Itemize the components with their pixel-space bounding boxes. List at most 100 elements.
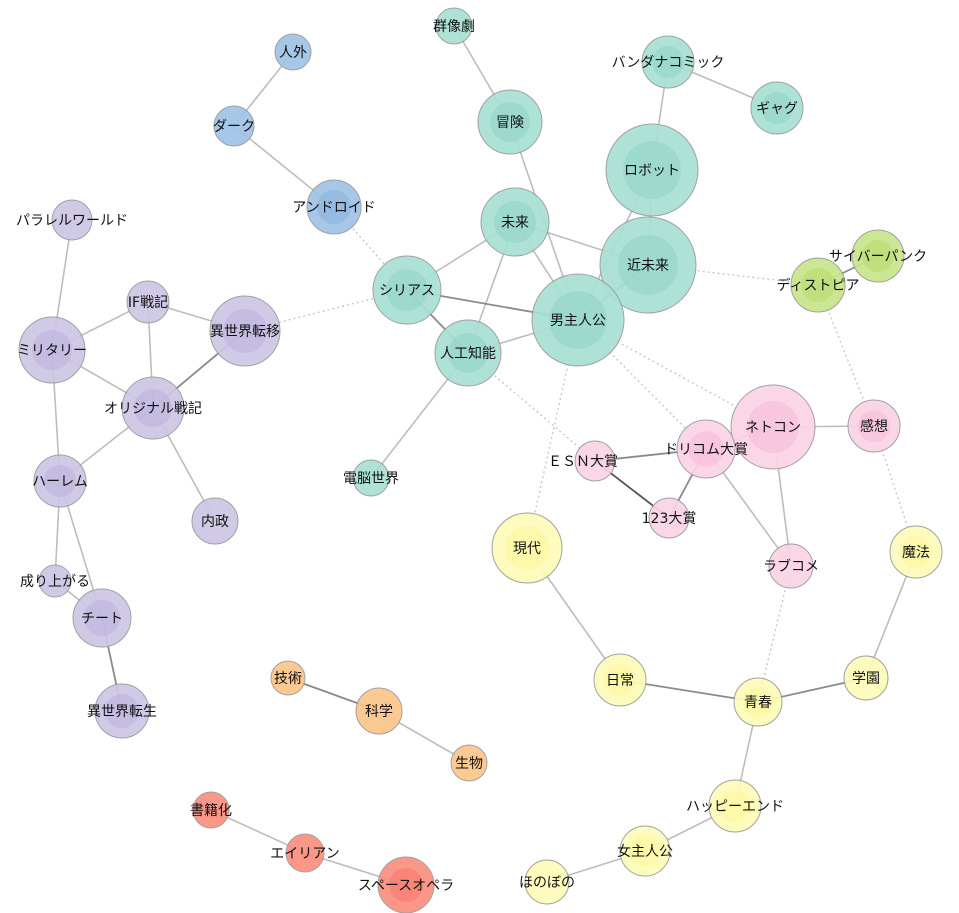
node-core — [761, 92, 793, 124]
node-honobono[interactable]: ほのぼの — [519, 859, 575, 905]
node-core — [743, 687, 773, 717]
node-seishun[interactable]: 青春 — [733, 677, 783, 727]
node-core — [549, 291, 607, 349]
node-lovecome[interactable]: ラブコメ — [763, 543, 819, 589]
node-core — [604, 664, 636, 696]
node-netcon[interactable]: ネトコン — [730, 384, 816, 470]
node-shoseki[interactable]: 書籍化 — [190, 791, 232, 829]
node-space[interactable]: スペースオペラ — [358, 856, 454, 913]
node-dystopia[interactable]: ディストピア — [776, 257, 860, 313]
node-core — [801, 268, 835, 302]
node-kanso[interactable]: 感想 — [847, 399, 901, 453]
node-denno[interactable]: 電脳世界 — [343, 459, 399, 497]
node-jingai[interactable]: 人外 — [274, 33, 312, 71]
node-label: 生物 — [455, 756, 483, 772]
node-t123[interactable]: 123大賞 — [642, 497, 697, 539]
node-label: ミリタリー — [17, 343, 87, 359]
node-core — [505, 526, 549, 570]
node-happy[interactable]: ハッピーエンド — [686, 779, 784, 833]
node-core — [900, 536, 932, 568]
node-naisei[interactable]: 内政 — [191, 497, 239, 545]
node-parallel[interactable]: パラレルワールド — [16, 199, 128, 241]
node-nariagaru[interactable]: 成り上がる — [20, 564, 90, 598]
node-kagaku[interactable]: 科学 — [355, 687, 403, 735]
node-label: 男主人公 — [550, 313, 606, 329]
node-circle[interactable] — [192, 791, 230, 829]
node-circle[interactable] — [213, 105, 255, 147]
node-circle[interactable] — [355, 687, 403, 735]
node-core — [719, 790, 751, 822]
node-label: シリアス — [379, 283, 435, 299]
edge-otoko-gendai — [526, 319, 579, 549]
node-label: ＥＳＮ大賞 — [548, 454, 618, 470]
node-circle[interactable] — [574, 440, 616, 482]
edge-serious-android — [333, 206, 408, 291]
node-label: オリジナル戦記 — [104, 400, 202, 417]
node-circle[interactable] — [191, 497, 239, 545]
node-label: 書籍化 — [190, 802, 232, 819]
node-isekaitensei[interactable]: 異世界転生 — [87, 683, 157, 739]
node-label: ネトコン — [745, 420, 801, 436]
node-maho[interactable]: 魔法 — [889, 525, 943, 579]
node-circle[interactable] — [270, 660, 306, 696]
node-core — [105, 694, 139, 728]
node-circle[interactable] — [450, 744, 488, 782]
node-label: 内政 — [201, 514, 229, 530]
node-cheat[interactable]: チート — [72, 588, 132, 648]
node-circle[interactable] — [768, 543, 814, 589]
node-label: 人外 — [279, 45, 307, 61]
node-gag[interactable]: ギャグ — [750, 81, 804, 135]
node-label: IF戦記 — [128, 294, 168, 311]
node-if[interactable]: IF戦記 — [126, 280, 170, 324]
node-circle[interactable] — [524, 859, 570, 905]
node-core — [84, 600, 120, 636]
node-gijutsu[interactable]: 技術 — [270, 660, 306, 696]
node-circle[interactable] — [285, 833, 325, 873]
node-nichijo[interactable]: 日常 — [593, 653, 647, 707]
node-label: 日常 — [606, 673, 634, 689]
node-cyber[interactable]: サイバーパンク — [829, 229, 927, 283]
node-label: ギャグ — [756, 101, 798, 117]
node-label: 成り上がる — [20, 574, 90, 590]
node-circle[interactable] — [126, 280, 170, 324]
node-esn[interactable]: ＥＳＮ大賞 — [548, 440, 618, 482]
node-gendai[interactable]: 現代 — [491, 512, 563, 584]
node-mirai[interactable]: 未来 — [480, 187, 550, 257]
node-android[interactable]: アンドロイド — [292, 179, 376, 235]
node-dreamcom[interactable]: ドリコム大賞 — [664, 419, 748, 479]
node-core — [490, 102, 530, 142]
node-circle[interactable] — [435, 7, 473, 45]
node-circle[interactable] — [352, 459, 390, 497]
node-label: サイバーパンク — [829, 249, 927, 265]
node-isekaiten[interactable]: 異世界転移 — [209, 295, 281, 367]
node-alien[interactable]: エイリアン — [270, 833, 340, 873]
node-original[interactable]: オリジナル戦記 — [104, 376, 202, 440]
node-label: バンダナコミック — [612, 55, 725, 71]
node-harem[interactable]: ハーレム — [32, 454, 88, 508]
node-circle[interactable] — [274, 33, 312, 71]
node-seibutsu[interactable]: 生物 — [450, 744, 488, 782]
node-label: ロボット — [624, 163, 680, 179]
node-gakuen[interactable]: 学園 — [843, 655, 889, 701]
node-core — [386, 269, 428, 311]
node-bandai[interactable]: バンダナコミック — [612, 35, 725, 89]
node-label: 感想 — [860, 418, 888, 435]
node-gunzo[interactable]: 群像劇 — [433, 7, 475, 45]
node-robot[interactable]: ロボット — [605, 123, 699, 217]
node-label: スペースオペラ — [358, 878, 454, 894]
node-circle[interactable] — [843, 655, 889, 701]
node-label: 技術 — [274, 671, 302, 687]
node-label: 123大賞 — [642, 511, 697, 527]
node-circle[interactable] — [51, 199, 93, 241]
node-dark[interactable]: ダーク — [213, 105, 255, 147]
node-otoko[interactable]: 男主人公 — [531, 273, 625, 367]
node-onna[interactable]: 女主人公 — [617, 825, 673, 877]
node-jinko[interactable]: 人工知能 — [434, 319, 502, 387]
node-circle[interactable] — [38, 564, 72, 598]
node-circle[interactable] — [648, 497, 690, 539]
node-bouken[interactable]: 冒険 — [477, 89, 543, 155]
node-kinmirai[interactable]: 近未来 — [599, 216, 697, 314]
node-military[interactable]: ミリタリー — [17, 316, 87, 384]
node-serious[interactable]: シリアス — [372, 255, 442, 325]
